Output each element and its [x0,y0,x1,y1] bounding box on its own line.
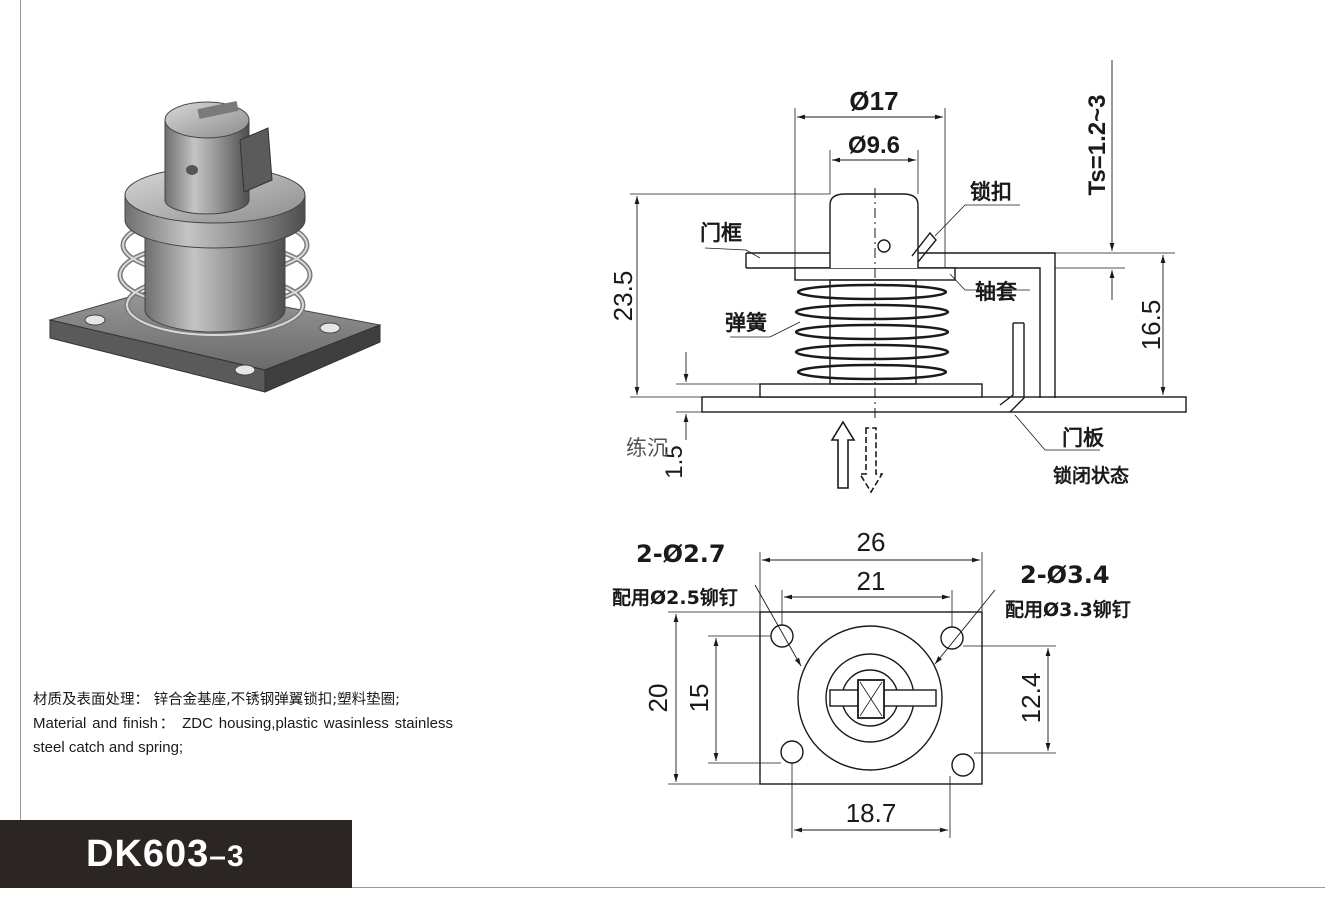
dim-height-outer: 20 [643,684,673,713]
label-rivet-left: 配用Ø2.5铆钉 [612,586,738,609]
watermark-text: 练沉 [626,436,668,460]
model-suffix: –3 [209,840,245,873]
dim-width-bottom: 18.7 [846,798,897,828]
dim-width-outer: 26 [857,527,886,557]
model-banner: DK603–3 [0,820,352,888]
dim-height-right: 12.4 [1016,673,1046,724]
dim-base-thickness: 1.5 [661,445,688,478]
label-spring: 弹簧 [725,311,767,335]
label-rivet-right: 配用Ø3.3铆钉 [1005,598,1131,621]
label-door-frame: 门框 [700,221,742,245]
dim-inner-dia: Ø9.6 [848,132,900,159]
spec-chinese: 材质及表面处理： 锌合金基座,不锈钢弹翼锁扣;塑料垫圈; [33,692,400,708]
top-view [668,552,1056,838]
frame-left-line [20,0,21,888]
dim-outer-dia: Ø17 [849,86,898,116]
dim-panel-thickness: Ts=1.2~3 [1084,95,1111,196]
label-locked-state: 锁闭状态 [1053,464,1129,487]
label-sleeve: 轴套 [975,280,1017,304]
product-render-image [48,100,382,393]
frame-bottom-line [20,887,1325,888]
dim-frame-height: 16.5 [1136,300,1166,351]
dim-height: 23.5 [608,271,638,322]
dim-width-inner: 21 [857,566,886,596]
spec-english: Material and finish： ZDC housing,plastic… [33,715,453,756]
side-view [630,60,1187,494]
material-spec: 材质及表面处理： 锌合金基座,不锈钢弹翼锁扣;塑料垫圈; Material an… [33,688,453,760]
dim-height-inner: 15 [684,684,714,713]
label-hole-right: 2-Ø3.4 [1020,561,1110,589]
label-catch: 锁扣 [970,180,1012,204]
model-code: DK603 [86,833,210,875]
label-door-panel: 门板 [1062,426,1105,450]
label-hole-left: 2-Ø2.7 [636,540,726,568]
